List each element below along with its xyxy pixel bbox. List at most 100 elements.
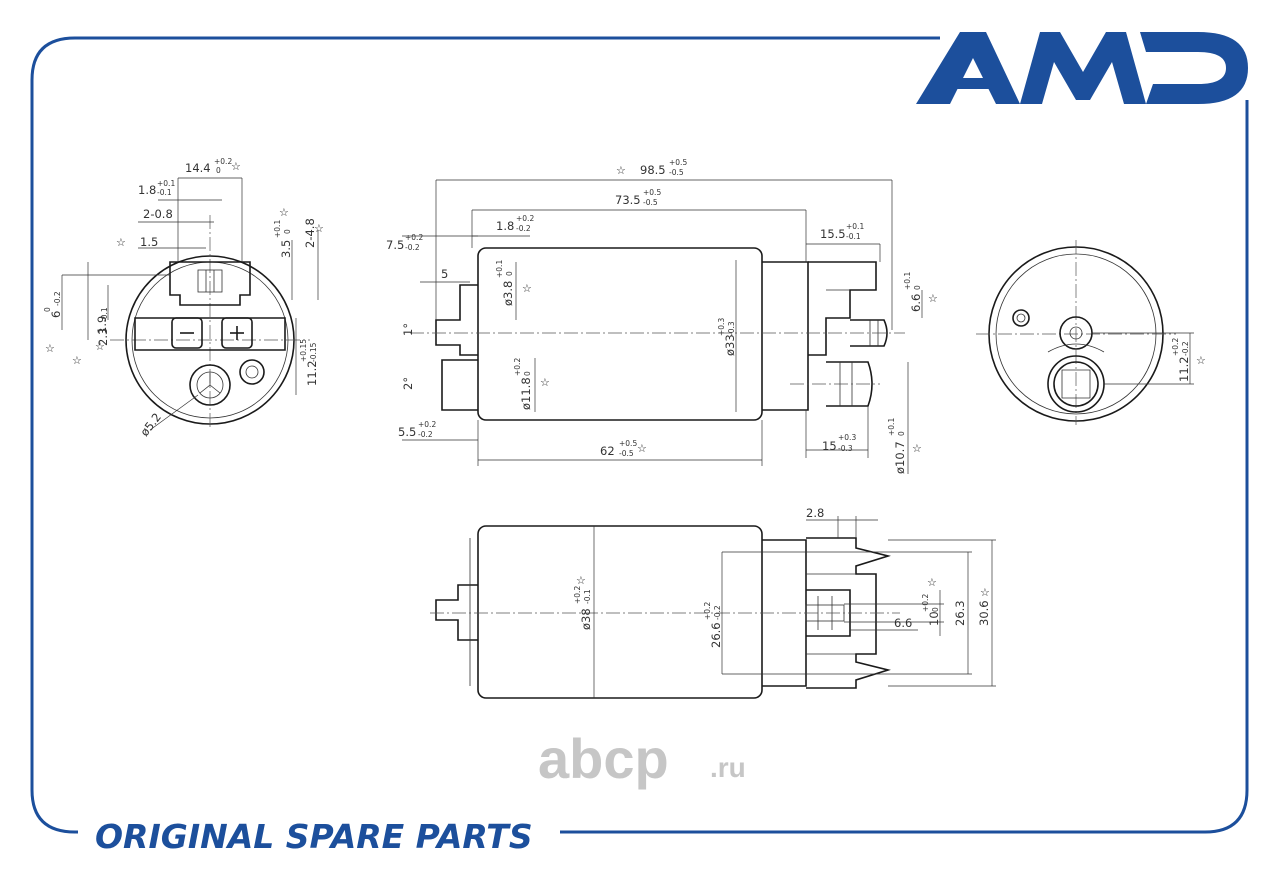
tol-1-8s-up: +0.2 [516,214,534,223]
dim-11-2: 11.2 [305,360,319,386]
tol-15-lo: -0.3 [838,444,853,453]
dim-26-3: 26.3 [953,600,967,626]
footer-tagline: ORIGINAL SPARE PARTS [95,817,533,856]
tol-d38-up: +0.2 [573,586,582,604]
tol-5-5-lo: -0.2 [418,430,433,439]
star-d3-8: ☆ [522,282,532,295]
tol-10-up: +0.2 [921,594,930,612]
dim-15-5: 15.5 [820,227,846,241]
star-6: ☆ [45,342,55,355]
tol-6-lo: -0.2 [53,291,62,306]
tol-2-3: -0.1 [100,307,109,322]
tol-98-5-up: +0.5 [669,158,687,167]
star-10: ☆ [927,576,937,589]
tol-d33-lo: -0.3 [727,321,736,336]
star-3-5: ☆ [279,206,289,219]
dim-30-6: 30.6 [977,600,991,626]
tol-d10-7-up: +0.1 [887,418,896,436]
tol-1-8s-lo: -0.2 [516,224,531,233]
tol-62-up: +0.5 [619,439,637,448]
dim-5: 5 [441,267,448,281]
dim-d38: ø38 [579,608,593,630]
tol-7-5-lo: -0.2 [405,243,420,252]
dim-7-5: 7.5 [386,238,404,252]
dim-d33: ø33 [723,334,737,356]
watermark-main: abcp [538,727,669,790]
tol-3-5-lo: 0 [283,229,292,234]
star-d10-7: ☆ [912,442,922,455]
top-view [430,516,996,699]
amd-logo [916,32,1248,104]
star-30-6: ☆ [980,586,990,599]
dim-98-5: 98.5 [640,163,666,177]
tol-10-lo: 0 [931,607,940,612]
tol-15-5-up: +0.1 [846,222,864,231]
dim-10: 10 [927,611,941,626]
star-r-11-2: ☆ [1196,354,1206,367]
tol-6-6-lo: 0 [913,285,922,290]
star-d38: ☆ [576,574,586,587]
star-98-5: ☆ [616,164,626,177]
tol-d11-8-up: +0.2 [513,358,522,376]
star-2-3: ☆ [72,354,82,367]
border-frame [30,36,1249,834]
tol-26-6-up: +0.2 [703,602,712,620]
dim-d11-8: ø11.8 [519,377,533,410]
tol-6-6-up: +0.1 [903,272,912,290]
tol-15-5-lo: -0.1 [846,232,861,241]
dim-6-6: 6.6 [909,294,923,312]
tol-7-5-up: +0.2 [405,233,423,242]
dim-1deg: 1° [401,323,415,336]
end-view-connector-side [61,177,319,431]
dim-1-8s: 1.8 [496,219,514,233]
dim-d10-7: ø10.7 [893,441,907,474]
star-62: ☆ [637,442,647,455]
tol-r-11-2-lo: -0.2 [1181,341,1190,356]
tol-11-2-up: +0.15 [299,339,308,362]
tol-d3-8-lo: 0 [505,271,514,276]
top-view-labels: 2.8 ø38 +0.2 -0.1 ☆ 26.6 +0.2 -0.2 6.6 1… [573,506,991,648]
tol-1-8-lo: -0.1 [157,188,172,197]
dim-1-8: 1.8 [138,183,156,197]
dim-1-5: 1.5 [140,235,158,249]
dim-1-9: 1.9 [95,316,109,334]
dim-d3-8: ø3.8 [501,281,515,306]
dim-3-5: 3.5 [279,240,293,258]
dim-2deg: 2° [401,377,415,390]
side-view-labels: ☆ 98.5 +0.5 -0.5 73.5 +0.5 -0.5 1.8 +0.2… [386,158,938,474]
dim-2-4-8: 2-4.8 [303,218,317,248]
dim-6: 6 [49,311,63,318]
tol-3-5-up: +0.1 [273,220,282,238]
dim-14-4: 14.4 [185,161,211,175]
dim-5-5: 5.5 [398,425,416,439]
tol-r-11-2-up: +0.2 [1171,338,1180,356]
dim-73-5: 73.5 [615,193,641,207]
tol-14-4-up: +0.2 [214,157,232,166]
star-1-5: ☆ [116,236,126,249]
dim-2-3: 2.3 [96,328,110,346]
dim-d5-2: ø5.2 [137,410,164,439]
dim-r-11-2: 11.2 [1177,356,1191,382]
tol-62-lo: -0.5 [619,449,634,458]
tol-d33-up: +0.3 [717,318,726,336]
tol-6-up: 0 [43,307,52,312]
star-6-6: ☆ [928,292,938,305]
tol-98-5-lo: -0.5 [669,168,684,177]
dim-26-6: 26.6 [709,622,723,648]
end-view-outlet-side: 11.2 +0.2 -0.2 ☆ [976,240,1206,425]
tol-d11-8-lo: 0 [523,371,532,376]
watermark: abcp .ru [538,727,746,790]
tol-14-4-lo: 0 [216,166,221,175]
tol-d10-7-lo: 0 [897,431,906,436]
tol-11-2-lo: -0.15 [309,342,318,362]
dim-15: 15 [822,439,837,453]
dim-6-6b: 6.6 [894,616,912,630]
tol-73-5-lo: -0.5 [643,198,658,207]
dim-62: 62 [600,444,615,458]
tol-d3-8-up: +0.1 [495,260,504,278]
tol-26-6-lo: -0.2 [713,605,722,620]
star-2-4-8: ☆ [314,222,324,235]
dim-2-0-8: 2-0.8 [143,207,173,221]
tol-73-5-up: +0.5 [643,188,661,197]
tol-5-5-up: +0.2 [418,420,436,429]
